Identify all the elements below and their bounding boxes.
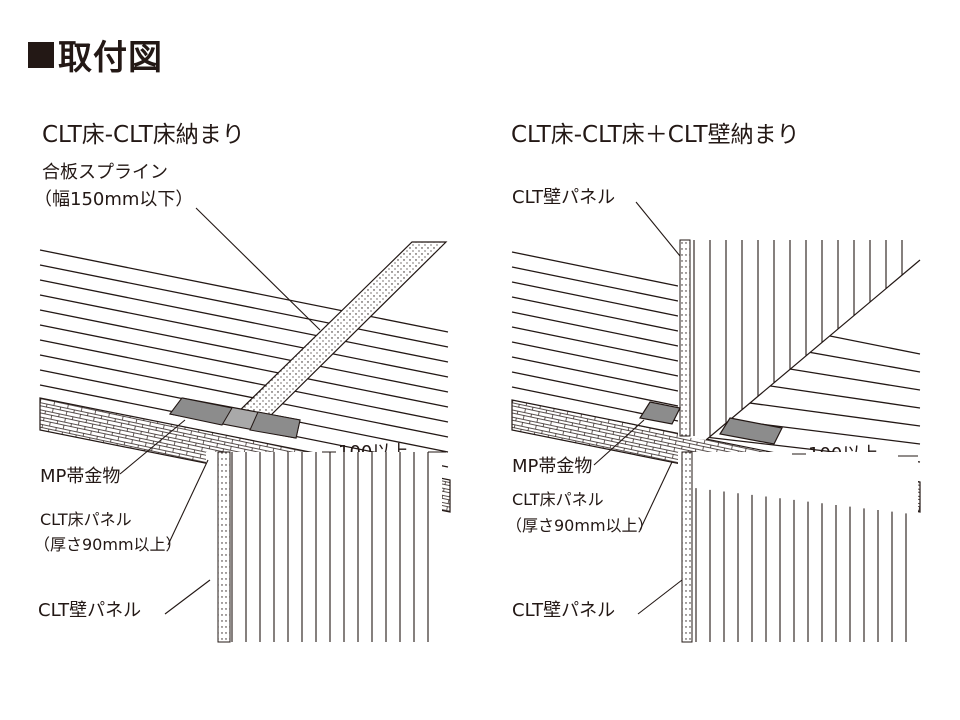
floor-board-line <box>39 354 449 438</box>
right-floor-panel-label-2: （厚さ90mm以上） <box>506 516 654 535</box>
right-lower-wall-panel <box>678 451 918 643</box>
right-floor-panel-label-1: CLT床パネル <box>512 490 604 509</box>
left-heading: CLT床-CLT床納まり <box>42 122 245 148</box>
left-spline-label-1: 合板スプライン <box>42 162 168 183</box>
right-heading: CLT床-CLT床＋CLT壁納まり <box>511 122 800 148</box>
floor-board-line <box>511 251 679 287</box>
floor-board-line <box>511 341 679 377</box>
left-floor-panel-label-1: CLT床パネル <box>40 510 132 529</box>
right-wall-panel-top-label: CLT壁パネル <box>512 187 616 208</box>
floor-board-line <box>39 339 449 423</box>
floor-board-line <box>39 249 449 333</box>
floor-board-line <box>511 266 679 302</box>
left-leaders <box>119 207 446 615</box>
left-mp-label: MP帯金物 <box>40 466 121 487</box>
right-mp-label: MP帯金物 <box>512 456 593 477</box>
floor-board-line <box>511 296 679 332</box>
floor-board-line <box>511 281 679 317</box>
left-mp-strap <box>168 397 301 439</box>
floor-board-line <box>39 309 449 393</box>
right-upper-wall-panel <box>678 239 921 441</box>
left-wall-panel <box>206 451 442 643</box>
floor-board-line <box>511 326 679 362</box>
left-floor-boards <box>39 249 449 468</box>
page-title-text: 取付図 <box>58 38 163 78</box>
floor-board-line <box>39 264 449 348</box>
left-plywood-spline <box>230 241 448 419</box>
left-floor-panel-label-2: （厚さ90mm以上） <box>34 535 182 554</box>
right-wall-panel-label: CLT壁パネル <box>512 600 616 621</box>
right-mp-strap <box>639 401 783 445</box>
page-title: 取付図 <box>28 30 163 79</box>
floor-board-line <box>511 356 679 392</box>
left-wall-panel-label: CLT壁パネル <box>38 600 142 621</box>
left-spline-label-2: （幅150mm以下） <box>34 189 194 210</box>
floor-board-line <box>511 371 679 407</box>
floor-board-line <box>39 279 449 363</box>
floor-board-line <box>511 311 679 347</box>
floor-board-line <box>39 294 449 378</box>
title-square-icon <box>28 41 54 68</box>
right-leaders <box>593 201 918 615</box>
floor-board-line <box>39 324 449 408</box>
